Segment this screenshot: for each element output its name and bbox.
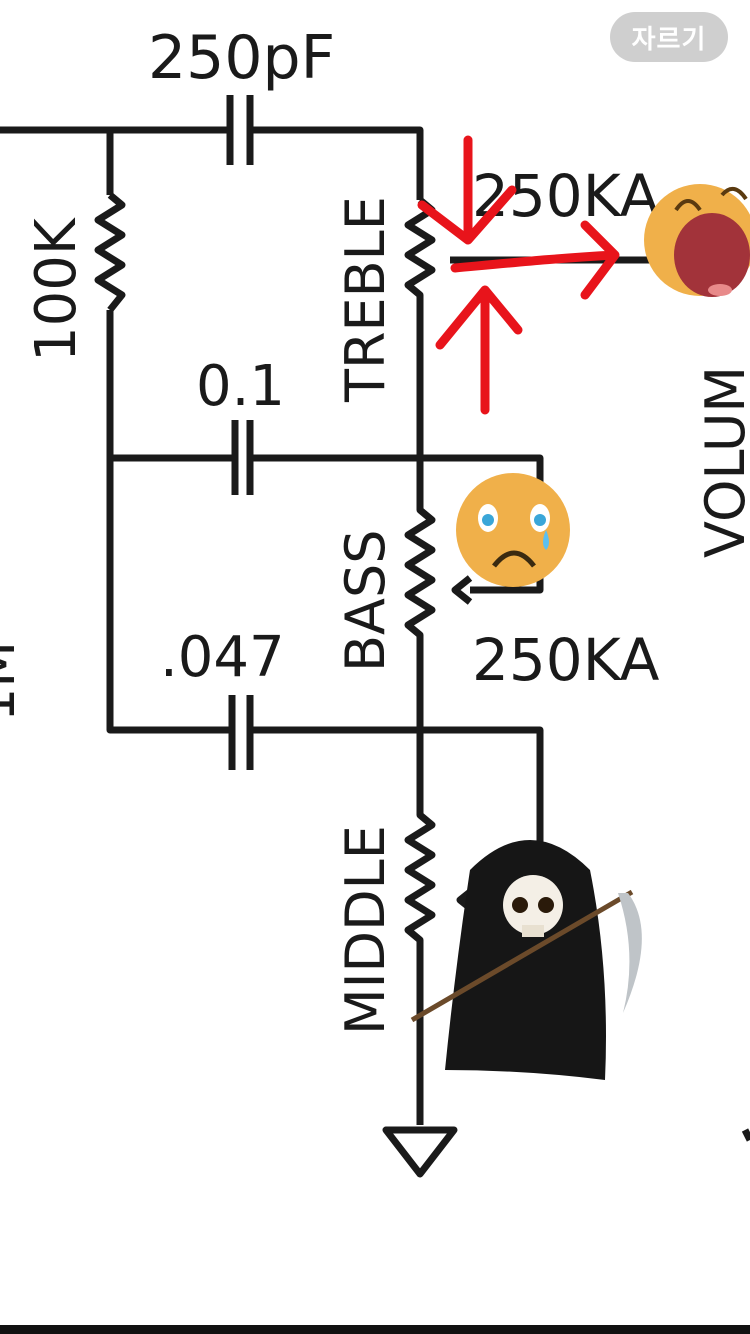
crying-face-emoji	[456, 473, 570, 587]
grim-reaper-emoji	[410, 840, 642, 1080]
capacitor-0.1	[231, 420, 254, 495]
label-0.1: 0.1	[196, 354, 285, 419]
label-250pf: 250pF	[148, 23, 335, 93]
bass-pot	[404, 458, 436, 730]
screaming-face-emoji	[644, 184, 750, 297]
capacitor-.047	[228, 695, 254, 770]
label-middle: MIDDLE	[334, 825, 397, 1035]
resistor-100k	[94, 192, 126, 313]
label-bass: BASS	[334, 529, 397, 672]
label-treble-value: 250KA	[472, 162, 660, 230]
ground-symbol-right	[741, 1128, 750, 1142]
label-treble: TREBLE	[334, 196, 397, 403]
label-.047: .047	[160, 625, 285, 690]
red-arrows-annotation	[417, 135, 620, 415]
crop-button[interactable]: 자르기	[610, 12, 728, 62]
label-100k: 100K	[24, 217, 89, 362]
wire-top	[0, 126, 424, 200]
bottom-edge-bar	[0, 1325, 750, 1334]
treble-pot	[404, 197, 436, 458]
capacitor-250pf	[226, 95, 254, 165]
middle-pot	[404, 730, 436, 1125]
ground-symbol	[382, 1126, 458, 1178]
label-volume: VOLUM	[694, 366, 750, 558]
label-left-partial: 1M	[0, 641, 27, 722]
label-bass-value: 250KA	[472, 626, 660, 694]
bass-wiper-arrow	[451, 575, 473, 605]
